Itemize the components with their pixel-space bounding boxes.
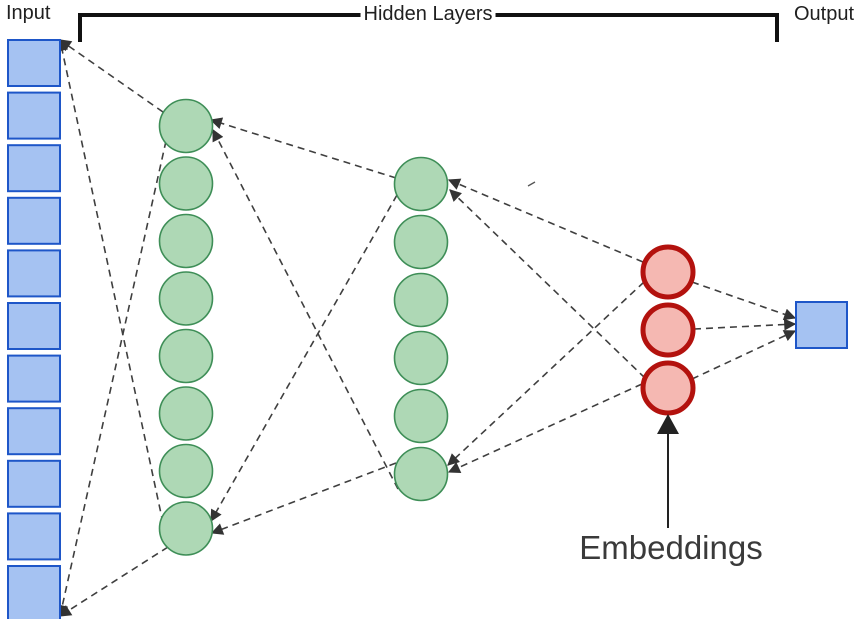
hidden-node bbox=[158, 328, 214, 384]
hidden-node bbox=[393, 272, 449, 328]
connection-line bbox=[693, 318, 797, 331]
input-label: Input bbox=[6, 2, 51, 24]
embeddings-label: Embeddings bbox=[579, 529, 763, 566]
hidden-node bbox=[158, 386, 214, 441]
hidden-node bbox=[158, 156, 214, 211]
connection-line bbox=[212, 128, 399, 490]
hidden-layers-label: Hidden Layers bbox=[360, 2, 496, 26]
hidden-node bbox=[393, 388, 449, 444]
connection-line bbox=[447, 178, 644, 263]
connection-line bbox=[56, 140, 167, 618]
input-node bbox=[7, 354, 61, 403]
hidden-node bbox=[158, 98, 214, 154]
input-node bbox=[7, 39, 61, 87]
input-node bbox=[7, 196, 61, 245]
connection-line bbox=[209, 117, 397, 179]
connection-line bbox=[447, 281, 645, 466]
connection-line bbox=[210, 194, 398, 523]
connection-line bbox=[449, 189, 646, 379]
embedding-node bbox=[640, 302, 696, 358]
embeddings-arrow-head bbox=[657, 414, 679, 434]
connection-line bbox=[56, 38, 164, 524]
input-node bbox=[7, 249, 61, 298]
input-node bbox=[7, 565, 61, 619]
input-node bbox=[7, 144, 61, 193]
embedding-node bbox=[640, 244, 696, 300]
input-node bbox=[7, 91, 61, 140]
input-node bbox=[7, 407, 61, 456]
hidden-node bbox=[158, 213, 214, 269]
input-node bbox=[7, 459, 61, 508]
hidden-node bbox=[393, 446, 449, 502]
connection-line bbox=[691, 281, 797, 321]
connection-line bbox=[59, 39, 164, 113]
output-node bbox=[795, 301, 848, 349]
hidden-node bbox=[393, 330, 449, 386]
connection-line bbox=[58, 546, 169, 617]
connections bbox=[56, 38, 797, 618]
hidden-node bbox=[158, 501, 214, 556]
nodes bbox=[7, 39, 848, 619]
input-node bbox=[7, 302, 61, 350]
hidden-node bbox=[158, 443, 214, 499]
output-label: Output bbox=[794, 3, 855, 25]
connection-line bbox=[447, 383, 643, 473]
input-node bbox=[7, 512, 61, 561]
hidden-node bbox=[393, 214, 449, 270]
embeddings-annotation bbox=[657, 414, 679, 528]
connection-line bbox=[691, 330, 797, 380]
embedding-node bbox=[640, 360, 696, 416]
stray-mark bbox=[527, 181, 536, 187]
hidden-node bbox=[393, 156, 449, 212]
hidden-node bbox=[158, 271, 214, 326]
connection-line bbox=[210, 462, 397, 535]
